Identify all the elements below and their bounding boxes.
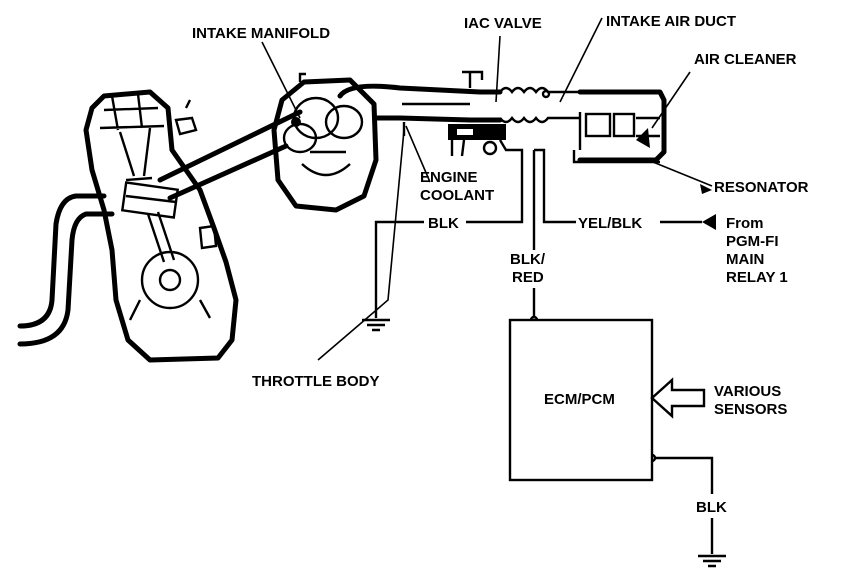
label-ecm-pcm: ECM/PCM [544,391,615,408]
label-from-3: MAIN [726,251,764,268]
label-from-4: RELAY 1 [726,269,788,286]
label-from-2: PGM-FI [726,233,779,250]
label-blk-top: BLK [428,215,459,232]
label-intake-manifold: INTAKE MANIFOLD [192,25,330,42]
label-blk-red-1: BLK/ [510,251,546,268]
label-yel-blk: YEL/BLK [578,215,642,232]
label-blk-bottom: BLK [696,499,727,516]
intake-manifold-body [271,72,379,213]
ecm-pcm-box [508,318,654,482]
label-from-1: From [726,215,764,232]
wiring [362,148,726,568]
label-various-2: SENSORS [714,401,787,418]
sensor-input-arrow [650,377,706,419]
labels: INTAKE MANIFOLD IAC VALVE INTAKE AIR DUC… [192,13,809,516]
engine-illustration [17,89,239,363]
label-intake-air-duct: INTAKE AIR DUCT [606,13,736,30]
label-resonator: RESONATOR [714,179,809,196]
label-iac-valve: IAC VALVE [464,15,542,32]
throttle-body-and-duct [337,70,580,124]
label-blk-red-2: RED [512,269,544,286]
callout-leaders [261,17,713,361]
label-throttle-body: THROTTLE BODY [252,373,380,390]
label-engine-coolant-1: ENGINE [420,169,478,186]
iac-valve [402,122,516,157]
label-engine-coolant-2: COOLANT [420,187,494,204]
air-cleaner-assembly [572,89,667,164]
label-air-cleaner: AIR CLEANER [694,51,797,68]
label-various-1: VARIOUS [714,383,781,400]
